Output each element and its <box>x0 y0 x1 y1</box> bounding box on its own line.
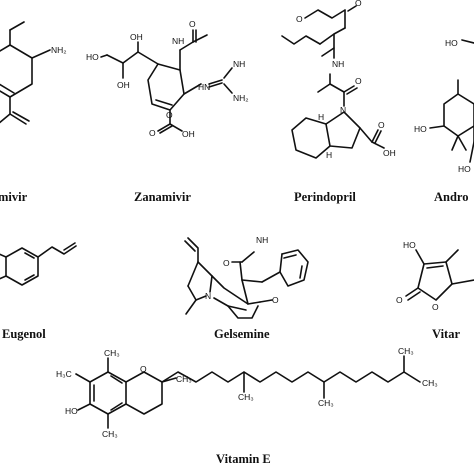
andrographolide-ho-top-label: HO <box>445 38 458 48</box>
vitamin-e-ch3-top-label: CH₃ <box>104 348 120 358</box>
gelsemine-nh-label: NH <box>256 235 268 245</box>
vitamin-e-structure: CH₃ H₃C HO CH₃ O CH₃ CH₃ CH₃ CH₃ CH₃ <box>56 346 438 439</box>
vitamin-c-o1-label: O <box>396 295 403 305</box>
perindopril-structure: O O NH O N H H O OH <box>281 0 396 160</box>
compound-name-vitamin-e: Vitamin E <box>216 452 271 466</box>
compound-name-vitamin-c: Vitar <box>432 327 460 341</box>
compound-name-zanamivir: Zanamivir <box>134 190 191 204</box>
zanamivir-ho-label: HO <box>86 52 99 62</box>
andrographolide-ho-left-label: HO <box>414 124 427 134</box>
vitamin-c-structure: HO O O <box>396 240 474 312</box>
zanamivir-acid-oh-label: OH <box>182 129 195 139</box>
perindopril-h2-label: H <box>326 150 332 160</box>
gelsemine-o2-label: O <box>272 295 279 305</box>
vitamin-e-ch3-chiral-label: CH₃ <box>176 374 192 384</box>
vitamin-c-o2-label: O <box>432 302 439 312</box>
zanamivir-acid-o-label: O <box>149 128 156 138</box>
vitamin-e-ch3-side2-label: CH₃ <box>318 398 334 408</box>
vitamin-e-ring-o-label: O <box>140 364 147 374</box>
perindopril-o4-label: O <box>378 120 385 130</box>
gelsemine-structure: NH O N O <box>184 235 309 319</box>
zanamivir-o-label: O <box>189 19 196 29</box>
compound-name-perindopril: Perindopril <box>294 190 356 204</box>
vitamin-e-ch3-bottom-label: CH₃ <box>102 429 118 439</box>
vitamin-c-ho-label: HO <box>403 240 416 250</box>
oseltamivir-structure: NH₂ <box>0 21 67 125</box>
andrographolide-structure: HO HO HO <box>414 38 474 174</box>
zanamivir-ring-o-label: O <box>166 110 173 120</box>
andrographolide-ho-bottom-label: HO <box>458 164 471 174</box>
vitamin-e-ch3-terminal-label: CH₃ <box>422 378 438 388</box>
zanamivir-hn-label: HN <box>198 82 210 92</box>
perindopril-h1-label: H <box>318 112 324 122</box>
vitamin-e-ch3-end-label: CH₃ <box>398 346 414 356</box>
perindopril-o1-label: O <box>296 14 303 24</box>
perindopril-o3-label: O <box>355 76 362 86</box>
perindopril-n-label: N <box>340 105 346 115</box>
compound-name-oseltamivir: mivir <box>0 190 28 204</box>
zanamivir-nh-guanidine-label: NH <box>233 59 245 69</box>
perindopril-nh-label: NH <box>332 59 344 69</box>
vitamin-e-h3c-label: H₃C <box>56 369 72 379</box>
oseltamivir-nh2-label: NH₂ <box>51 45 67 55</box>
gelsemine-n-label: N <box>205 291 211 301</box>
vitamin-e-ch3-side1-label: CH₃ <box>238 392 254 402</box>
compound-name-eugenol: Eugenol <box>2 327 46 341</box>
perindopril-oh-label: OH <box>383 148 396 158</box>
zanamivir-oh-top-label: OH <box>130 32 143 42</box>
gelsemine-o1-label: O <box>223 258 230 268</box>
compound-name-andrographolide: Andro <box>434 190 469 204</box>
vitamin-e-ho-label: HO <box>65 406 78 416</box>
zanamivir-structure: OH HO OH NH O HN NH NH₂ O O OH <box>86 19 249 139</box>
zanamivir-nh-label: NH <box>172 36 184 46</box>
eugenol-structure <box>0 242 77 286</box>
compound-name-gelsemine: Gelsemine <box>214 327 270 341</box>
perindopril-o2-label: O <box>355 0 362 8</box>
zanamivir-nh2-label: NH₂ <box>233 93 249 103</box>
zanamivir-oh-bottom-label: OH <box>117 80 130 90</box>
